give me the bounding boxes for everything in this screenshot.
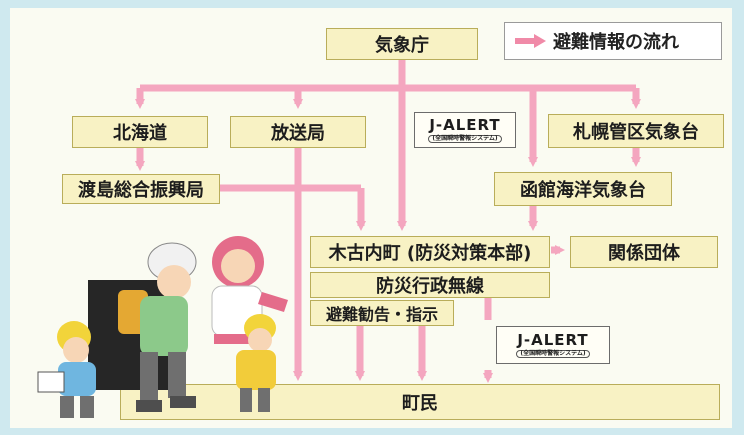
- node-broadcasters: 放送局: [230, 116, 366, 148]
- node-radio: 防災行政無線: [310, 272, 550, 298]
- node-hokkaido: 北海道: [72, 116, 208, 148]
- child-small-yellow: [236, 314, 276, 412]
- node-residents: 町民: [120, 384, 720, 420]
- node-evacuation: 避難勧告・指示: [310, 300, 454, 326]
- node-hakodate: 函館海洋気象台: [494, 172, 672, 206]
- child-pink-hood: [211, 236, 288, 344]
- node-jalert-top: J-ALERT (全国瞬時警報システム): [414, 112, 516, 148]
- node-sapporo: 札幌管区気象台: [548, 114, 724, 148]
- legend: 避難情報の流れ: [504, 22, 722, 60]
- node-related: 関係団体: [570, 236, 718, 268]
- child-white-helmet: [118, 242, 197, 412]
- legend-arrow-icon: [515, 34, 546, 48]
- jalert-bottom-sub: (全国瞬時警報システム): [516, 349, 590, 358]
- jalert-bottom-title: J-ALERT: [517, 330, 589, 349]
- legend-label: 避難情報の流れ: [553, 32, 679, 53]
- child-yellow-helmet: [37, 321, 96, 418]
- jalert-top-sub: (全国瞬時警報システム): [428, 134, 502, 143]
- node-town-hq: 木古内町 (防災対策本部): [310, 236, 550, 268]
- node-jma: 気象庁: [326, 28, 478, 60]
- jalert-top-title: J-ALERT: [429, 115, 501, 134]
- node-jalert-bottom: J-ALERT (全国瞬時警報システム): [496, 326, 610, 364]
- node-oshima: 渡島総合振興局: [62, 174, 220, 204]
